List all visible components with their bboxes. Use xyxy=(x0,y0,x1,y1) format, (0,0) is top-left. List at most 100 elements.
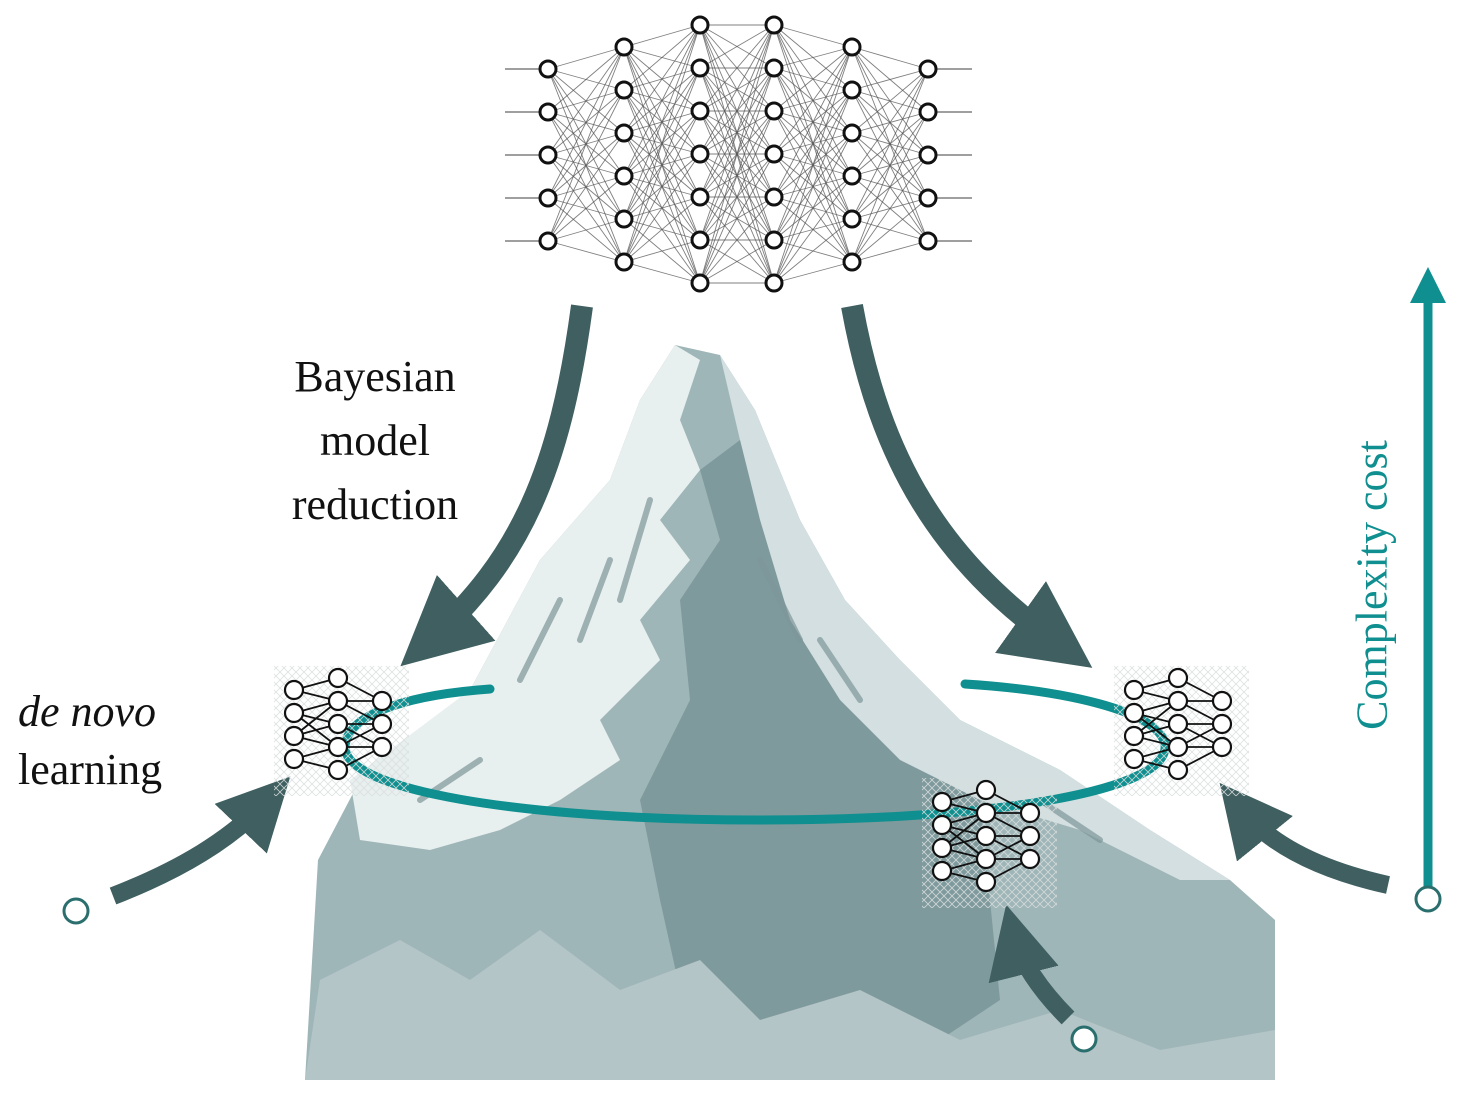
network-node xyxy=(327,667,349,689)
reduction-label-line3: reduction xyxy=(291,480,459,529)
network-node xyxy=(690,15,710,35)
network-node xyxy=(842,209,862,229)
network-node xyxy=(538,188,558,208)
network-node xyxy=(614,123,634,143)
network-node xyxy=(1167,736,1189,758)
mountain-snow-right xyxy=(720,355,1230,880)
network-node xyxy=(764,101,784,121)
network-node xyxy=(538,231,558,251)
network-node xyxy=(283,748,305,770)
network-node xyxy=(842,252,862,272)
network-node xyxy=(690,144,710,164)
network-node xyxy=(918,145,938,165)
network-node xyxy=(1019,802,1041,824)
network-node xyxy=(283,702,305,724)
mountain-shadow xyxy=(640,440,1000,1080)
complexity-cost-label: Complexity cost xyxy=(1347,440,1397,730)
network-node xyxy=(283,725,305,747)
network-node xyxy=(764,58,784,78)
network-node xyxy=(931,814,953,836)
network-node xyxy=(1019,825,1041,847)
network-node xyxy=(975,779,997,801)
network-node xyxy=(614,252,634,272)
network-node xyxy=(614,209,634,229)
reduction-arrows xyxy=(400,304,1093,668)
mountain-lower-rocks xyxy=(305,930,1275,1080)
network-node xyxy=(975,825,997,847)
reduction-arrow-right xyxy=(841,304,1093,668)
reduction-arrow-left xyxy=(400,304,593,667)
network-node xyxy=(918,102,938,122)
network-node xyxy=(764,230,784,250)
network-node xyxy=(1211,690,1233,712)
network-node xyxy=(614,166,634,186)
network-node xyxy=(975,871,997,893)
large-neural-network-icon xyxy=(505,15,972,293)
network-node xyxy=(371,736,393,758)
network-node xyxy=(918,231,938,251)
network-node xyxy=(931,860,953,882)
network-node xyxy=(283,679,305,701)
network-node xyxy=(764,144,784,164)
denovo-label-line2: learning xyxy=(18,745,163,794)
network-node xyxy=(931,791,953,813)
reduction-label-line1: Bayesian xyxy=(294,352,456,401)
start-node-icon xyxy=(1414,885,1442,913)
denovo-label-line1: de novo xyxy=(18,687,157,736)
mountain-ridge-lines xyxy=(417,497,1103,843)
network-node xyxy=(1019,848,1041,870)
network-node xyxy=(538,59,558,79)
network-node xyxy=(327,690,349,712)
network-node xyxy=(918,188,938,208)
network-node xyxy=(1167,713,1189,735)
network-node xyxy=(764,187,784,207)
network-node xyxy=(842,166,862,186)
network-node xyxy=(975,848,997,870)
network-node xyxy=(538,102,558,122)
network-node xyxy=(371,690,393,712)
network-node xyxy=(1123,679,1145,701)
network-node xyxy=(371,713,393,735)
network-node xyxy=(1211,736,1233,758)
network-node xyxy=(690,101,710,121)
network-node xyxy=(764,273,784,293)
network-node xyxy=(690,58,710,78)
network-node xyxy=(842,37,862,57)
small-neural-network-icon xyxy=(274,666,409,796)
network-node xyxy=(327,736,349,758)
start-nodes xyxy=(62,885,1442,1053)
network-node xyxy=(1167,759,1189,781)
network-node xyxy=(538,145,558,165)
network-node xyxy=(975,802,997,824)
network-node xyxy=(1167,667,1189,689)
learning-arrow-left xyxy=(109,776,291,905)
network-node xyxy=(614,37,634,57)
network-node xyxy=(918,59,938,79)
network-node xyxy=(1123,725,1145,747)
learning-arrow-middle xyxy=(988,904,1075,1025)
reduction-label: Bayesian model reduction xyxy=(250,345,500,537)
network-node xyxy=(1167,690,1189,712)
mountain-snow xyxy=(350,345,700,850)
network-node xyxy=(690,230,710,250)
network-node xyxy=(842,80,862,100)
network-node xyxy=(931,837,953,859)
learning-arrows xyxy=(109,776,1390,1025)
network-node xyxy=(614,80,634,100)
small-neural-network-icon xyxy=(1114,666,1249,796)
reduction-label-line2: model xyxy=(320,416,430,465)
network-node xyxy=(690,187,710,207)
network-node xyxy=(327,759,349,781)
start-node-icon xyxy=(62,897,90,925)
network-node xyxy=(690,273,710,293)
network-node xyxy=(1123,748,1145,770)
network-node xyxy=(327,713,349,735)
network-node xyxy=(842,123,862,143)
denovo-label: de novo learning xyxy=(18,683,162,799)
network-node xyxy=(764,15,784,35)
network-node xyxy=(1211,713,1233,735)
start-node-icon xyxy=(1070,1025,1098,1053)
network-node xyxy=(1123,702,1145,724)
